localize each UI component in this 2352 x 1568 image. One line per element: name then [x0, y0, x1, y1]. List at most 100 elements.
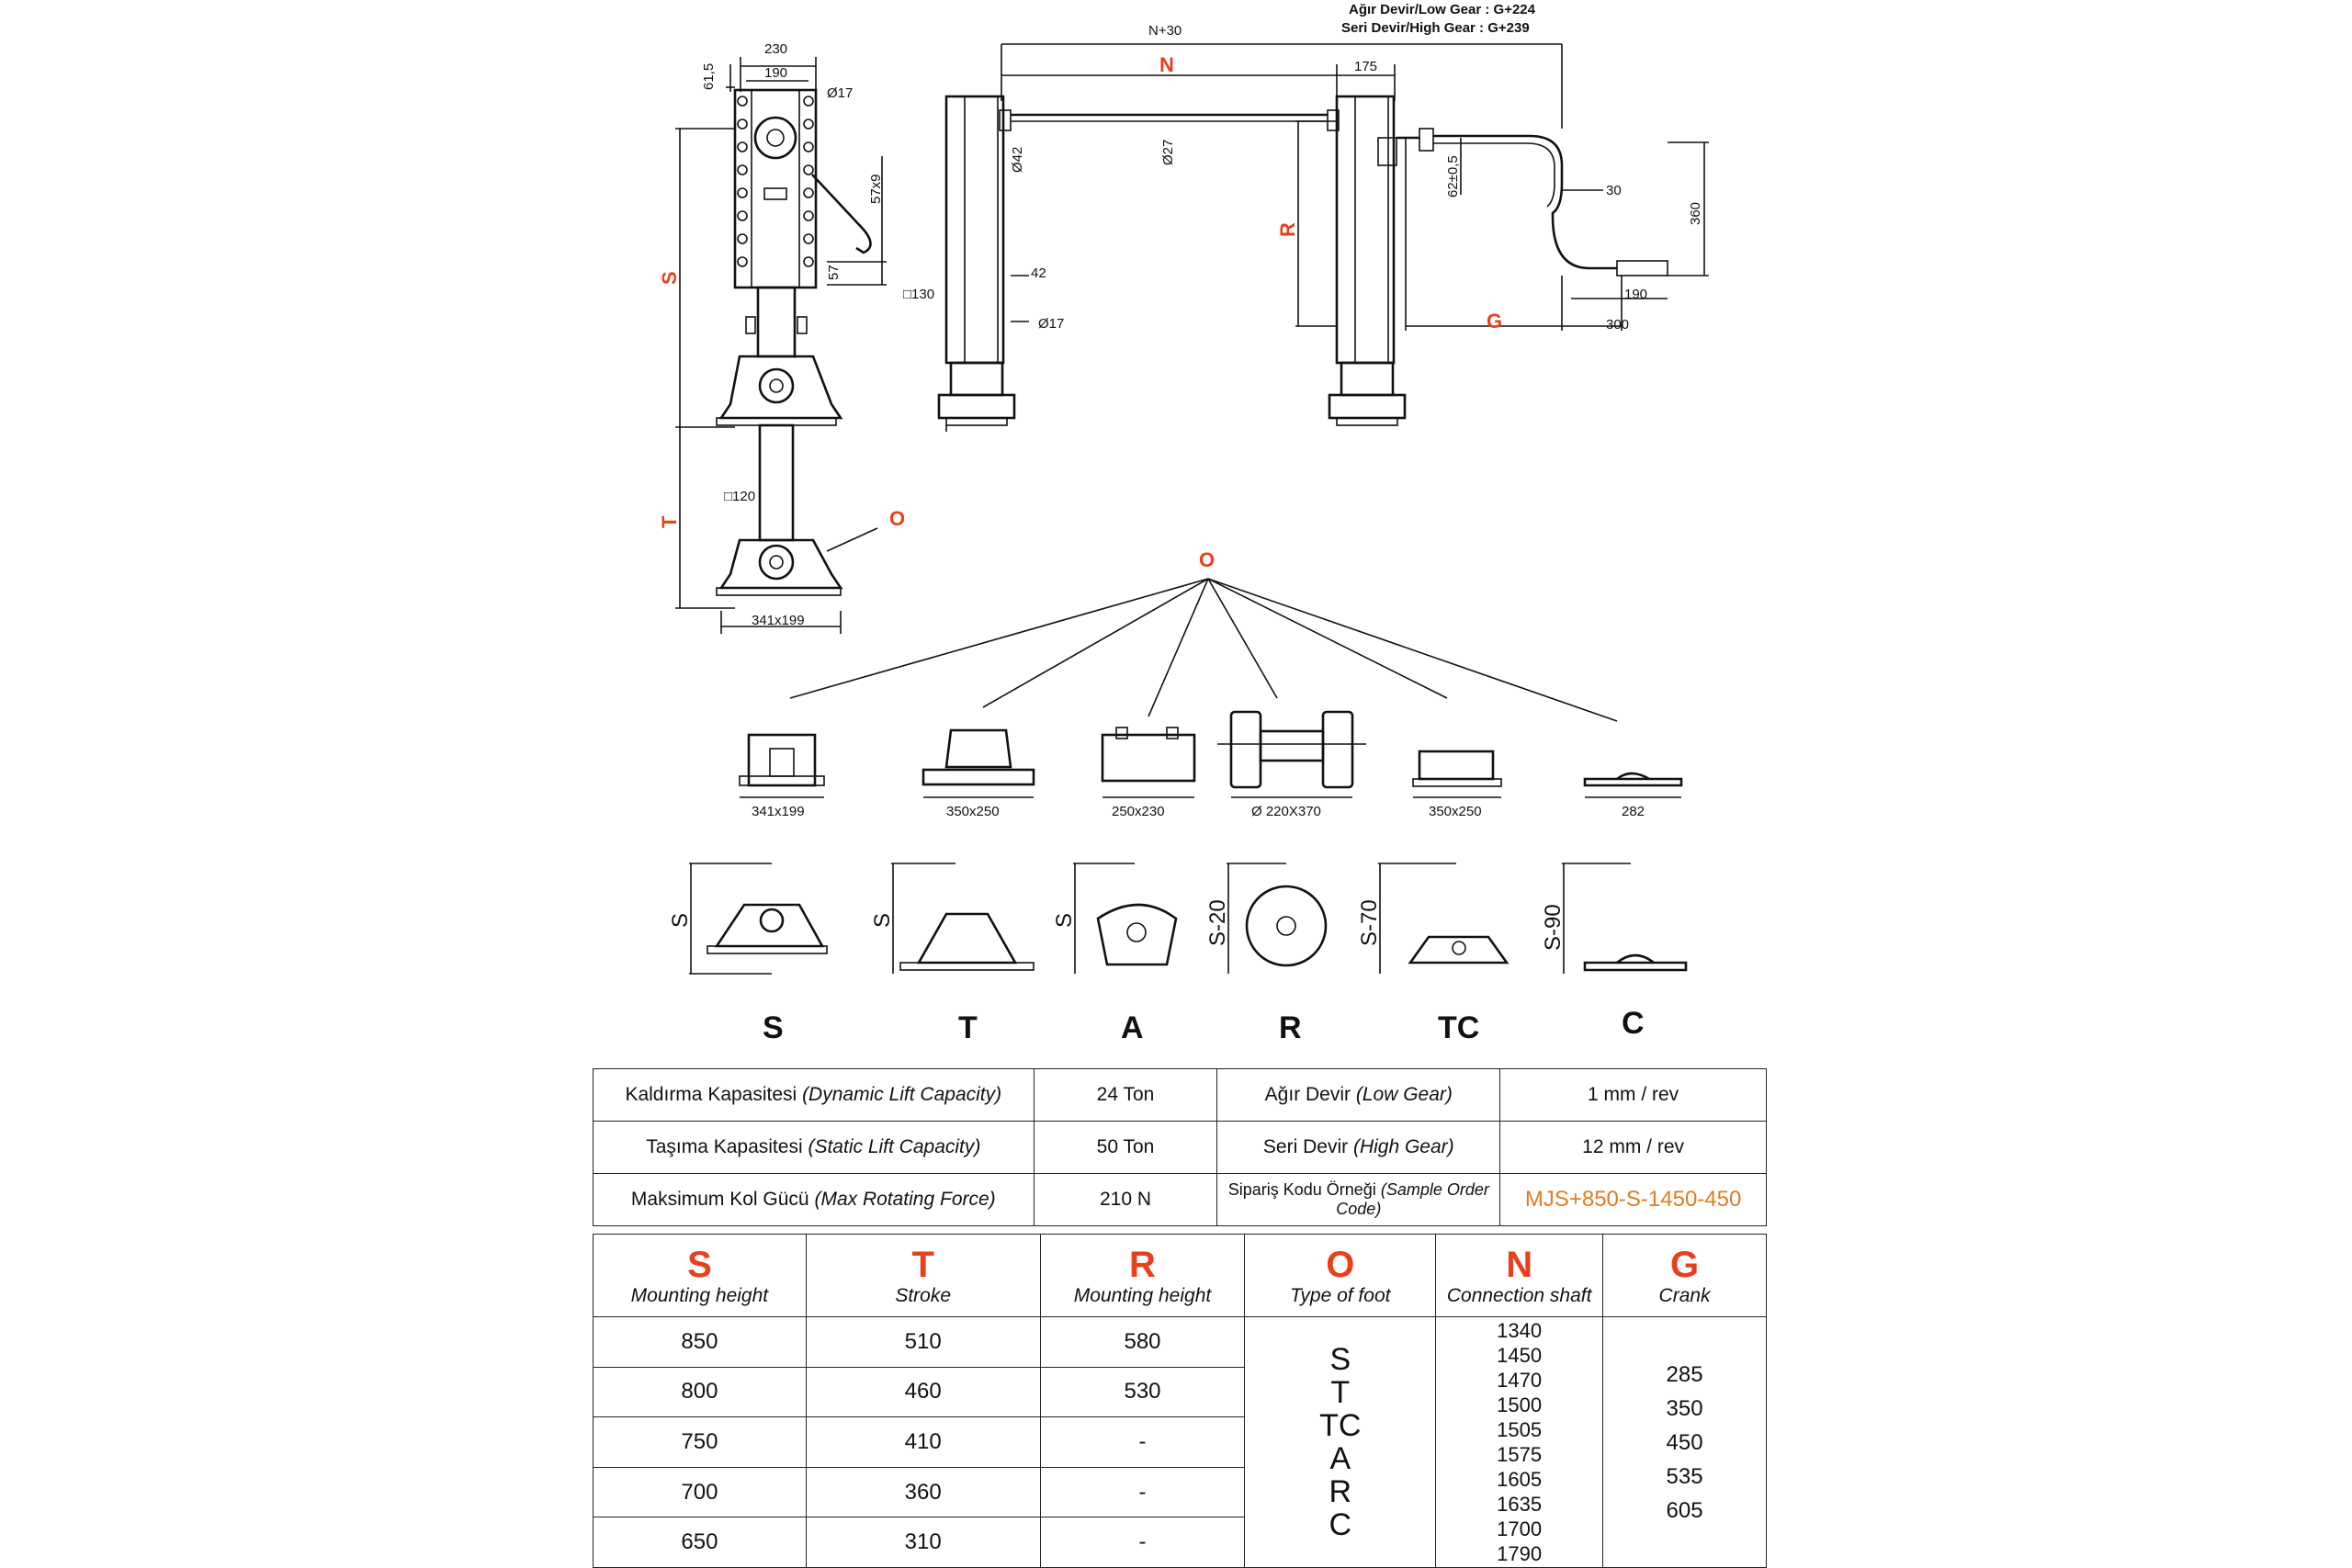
technical-drawing: Ağır Devir/Low Gear : G+224 Seri Devir/H… — [658, 2, 1709, 1045]
dim-190: 190 — [764, 65, 787, 81]
spec-value-high-gear: 12 mm / rev — [1499, 1121, 1767, 1174]
foot-size-T: 350x250 — [946, 804, 1000, 819]
dim-30: 30 — [1606, 183, 1622, 198]
spec-label-low-gear: Ağır Devir (Low Gear) — [1216, 1068, 1501, 1122]
cell-R: - — [1039, 1517, 1246, 1568]
spec-value-dynamic-lift: 24 Ton — [1033, 1068, 1218, 1122]
foot-pointer-lines — [789, 578, 1618, 722]
cell-S: 800 — [593, 1366, 807, 1418]
dim-foot-341: 341x199 — [752, 613, 805, 628]
dim-d17-front: Ø17 — [1038, 316, 1064, 332]
table-row: 850 510 580 S T TC A R C 1340 1450 1470 … — [593, 1316, 1767, 1568]
side-label-T: S — [870, 913, 895, 928]
spec-label-order-code: Sipariş Kodu Örneği (Sample Order Code) — [1216, 1173, 1501, 1226]
foot-types-cell: S T TC A R C — [1244, 1316, 1437, 1568]
spec-value-order-code: MJS+850-S-1450-450 — [1499, 1173, 1767, 1226]
spec-label-max-force: Maksimum Kol Gücü (Max Rotating Force) — [593, 1173, 1035, 1226]
side-label-C: S-90 — [1541, 904, 1566, 951]
foot-code-S: S — [763, 1010, 784, 1045]
foot-size-C: 282 — [1622, 804, 1645, 819]
label-N: N — [1159, 53, 1174, 76]
cell-R: 530 — [1039, 1366, 1246, 1418]
spec-value-static-lift: 50 Ton — [1033, 1121, 1218, 1174]
shafts-cell: 1340 1450 1470 1500 1505 1575 1605 1635 … — [1435, 1316, 1604, 1568]
label-S: S — [658, 271, 681, 285]
side-label-TC: S-70 — [1357, 899, 1382, 946]
foot-code-R: R — [1279, 1010, 1302, 1045]
cell-S: 850 — [593, 1316, 807, 1368]
foot-size-R: Ø 220X370 — [1251, 804, 1321, 819]
side-label-S: S — [668, 913, 693, 928]
spec-row-force: Maksimum Kol Gücü (Max Rotating Force) 2… — [593, 1173, 1767, 1226]
dim-360: 360 — [1688, 202, 1703, 225]
dim-300: 300 — [1606, 317, 1629, 333]
dim-175: 175 — [1354, 59, 1377, 74]
front-view-pair — [937, 43, 1709, 432]
side-view-leg — [675, 57, 887, 634]
table-row: 700 360 - — [593, 1466, 1767, 1518]
dim-62: 62±0,5 — [1445, 155, 1461, 197]
table-row: 800 460 530 — [593, 1366, 1767, 1418]
foot-code-TC: TC — [1438, 1010, 1479, 1045]
foot-size-S: 341x199 — [752, 804, 805, 819]
spec-label-dynamic-lift: Kaldırma Kapasitesi (Dynamic Lift Capaci… — [593, 1068, 1035, 1122]
dim-57: 57 — [826, 265, 842, 280]
label-O-side: O — [889, 507, 905, 530]
dim-57x9: 57x9 — [868, 174, 884, 204]
housing-bolts — [737, 96, 814, 267]
cell-R: - — [1039, 1416, 1246, 1468]
foot-code-A: A — [1121, 1010, 1144, 1045]
spec-value-low-gear: 1 mm / rev — [1499, 1068, 1767, 1122]
foot-front-views — [739, 710, 1683, 798]
gear-note-high: Seri Devir/High Gear : G+239 — [1341, 20, 1530, 36]
gear-note-low: Ağır Devir/Low Gear : G+224 — [1349, 2, 1536, 17]
spec-label-static-lift: Taşıma Kapasitesi (Static Lift Capacity) — [593, 1121, 1035, 1174]
spec-row-lift: Kaldırma Kapasitesi (Dynamic Lift Capaci… — [593, 1068, 1767, 1122]
side-label-R: S-20 — [1205, 899, 1230, 946]
label-T: T — [658, 515, 681, 528]
cell-T: 310 — [805, 1517, 1041, 1568]
spec-row-static: Taşıma Kapasitesi (Static Lift Capacity)… — [593, 1121, 1767, 1174]
dim-190-crank: 190 — [1624, 287, 1647, 302]
foot-pointer-label: O — [1199, 548, 1215, 571]
label-R: R — [1276, 222, 1299, 237]
dim-n30: N+30 — [1148, 23, 1182, 39]
foot-size-TC: 350x250 — [1429, 804, 1482, 819]
label-G: G — [1487, 310, 1502, 333]
foot-code-T: T — [958, 1010, 978, 1045]
foot-side-views — [689, 863, 1688, 975]
cell-T: 360 — [805, 1466, 1041, 1518]
dim-d42: Ø42 — [1010, 147, 1025, 173]
side-label-A: S — [1052, 913, 1077, 928]
dim-sq120: □120 — [724, 489, 755, 504]
dim-42: 42 — [1031, 265, 1046, 281]
cell-S: 650 — [593, 1517, 807, 1568]
dim-d27: Ø27 — [1160, 140, 1176, 165]
cell-R: 580 — [1039, 1316, 1246, 1368]
cell-T: 460 — [805, 1366, 1041, 1418]
cell-S: 700 — [593, 1466, 807, 1518]
cell-S: 750 — [593, 1416, 807, 1468]
dim-61-5: 61,5 — [701, 63, 717, 90]
dim-230: 230 — [764, 41, 787, 57]
cell-T: 510 — [805, 1316, 1041, 1368]
dim-sq130: □130 — [903, 287, 934, 302]
cell-R: - — [1039, 1466, 1246, 1518]
spec-table: Kaldırma Kapasitesi (Dynamic Lift Capaci… — [593, 1068, 1767, 1226]
foot-size-A: 250x230 — [1112, 804, 1165, 819]
cranks-cell: 285 350 450 535 605 — [1602, 1316, 1767, 1568]
spec-value-max-force: 210 N — [1033, 1173, 1218, 1226]
spec-label-high-gear: Seri Devir (High Gear) — [1216, 1121, 1501, 1174]
table-row: 650 310 - — [593, 1517, 1767, 1568]
cell-T: 410 — [805, 1416, 1041, 1468]
dim-d17: Ø17 — [827, 85, 853, 101]
foot-code-C: C — [1622, 1006, 1645, 1041]
